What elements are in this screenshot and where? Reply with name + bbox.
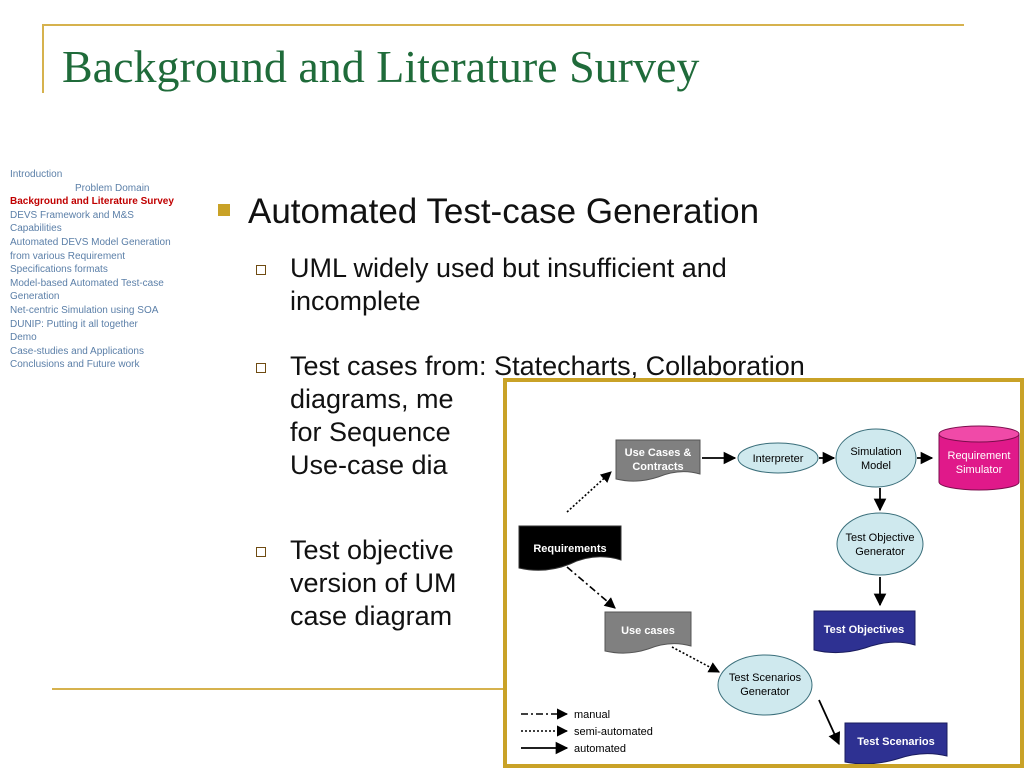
- simulation-model-node: [835, 428, 917, 488]
- use-cases-contracts-label: Contracts: [632, 461, 683, 473]
- test-objective-generator-node: [836, 512, 924, 576]
- use-cases-label: Use cases: [621, 625, 675, 637]
- requirements-node: [518, 525, 622, 571]
- test-objective-generator-label: Generator: [855, 546, 905, 558]
- hollow-square-bullet-icon: [256, 363, 266, 373]
- requirement-simulator-label: Simulator: [956, 464, 1003, 476]
- sub-bullet-line: Test cases from: Statecharts, Collaborat…: [290, 351, 805, 381]
- top-rule: [42, 24, 964, 26]
- use-cases-node: [604, 611, 692, 654]
- use-cases-contracts-node: [615, 439, 701, 482]
- workflow-diagram: Requirements Use Cases & Contracts Inter…: [503, 378, 1024, 768]
- sub-bullet-line: Use-case dia: [290, 450, 448, 480]
- legend-automated-label: automated: [574, 743, 626, 755]
- outline-item[interactable]: Introduction: [10, 169, 63, 180]
- legend-semi-automated-label: semi-automated: [574, 726, 653, 738]
- outline-nav: Introduction Problem Domain Background a…: [10, 168, 210, 372]
- sub-bullet-1: UML widely used but insufficient and inc…: [256, 252, 996, 318]
- outline-item[interactable]: Capabilities: [10, 223, 62, 235]
- requirement-simulator-top: [938, 425, 1020, 443]
- requirement-simulator-label: Requirement: [948, 450, 1011, 462]
- outline-item[interactable]: DUNIP: Putting it all together: [10, 318, 138, 330]
- sub-bullet-3: Test objective version of UM case diagra…: [256, 534, 996, 633]
- outline-item[interactable]: Problem Domain: [75, 182, 150, 194]
- outline-item[interactable]: Specifications formats: [10, 264, 108, 276]
- test-objectives-label: Test Objectives: [824, 624, 905, 636]
- sub-bullet-line: case diagram: [290, 601, 453, 631]
- test-scenarios-node: [844, 722, 948, 764]
- slide-title: Background and Literature Survey: [62, 41, 700, 92]
- hollow-square-bullet-icon: [256, 547, 266, 557]
- workflow-diagram-svg: Requirements Use Cases & Contracts Inter…: [518, 425, 1020, 764]
- outline-item[interactable]: Demo: [10, 332, 37, 344]
- test-scenarios-generator-label: Test Scenarios: [729, 672, 802, 684]
- outline-item[interactable]: Conclusions and Future work: [10, 359, 140, 371]
- outline-item[interactable]: Net-centric Simulation using SOA: [10, 304, 159, 316]
- simulation-model-label: Simulation: [850, 446, 901, 458]
- sub-bullet-line: version of UM: [290, 568, 457, 598]
- test-scenarios-generator-node: [717, 654, 813, 716]
- use-cases-contracts-label: Use Cases &: [625, 447, 692, 459]
- test-scenarios-label: Test Scenarios: [857, 736, 934, 748]
- legend-manual-label: manual: [574, 709, 610, 721]
- square-bullet-icon: [218, 203, 230, 216]
- hollow-square-bullet-icon: [256, 265, 266, 275]
- interpreter-node: [737, 442, 819, 474]
- main-bullet: Automated Test-case Generation: [218, 192, 759, 232]
- outline-item[interactable]: Automated DEVS Model Generation: [10, 236, 171, 248]
- sub-bullet-line: UML widely used but insufficient and: [290, 253, 727, 283]
- outline-item[interactable]: DEVS Framework and M&S: [10, 209, 134, 221]
- sub-bullet-line: Test objective: [290, 535, 454, 565]
- test-objective-generator-label: Test Objective: [845, 532, 914, 544]
- sub-bullet-line: incomplete: [290, 286, 421, 316]
- test-objectives-node: [813, 610, 916, 654]
- simulation-model-label: Model: [861, 460, 891, 472]
- title-accent-bar: [42, 25, 44, 93]
- arrow-semi-automated: [566, 471, 612, 513]
- outline-item[interactable]: from various Requirement: [10, 250, 126, 262]
- interpreter-label: Interpreter: [753, 453, 804, 465]
- outline-item[interactable]: Model-based Automated Test-case: [10, 277, 164, 289]
- sub-bullet-2: Test cases from: Statecharts, Collaborat…: [256, 350, 996, 482]
- arrow-manual: [566, 566, 616, 609]
- outline-item[interactable]: Case-studies and Applications: [10, 345, 144, 357]
- arrow-semi-automated: [671, 646, 720, 673]
- test-scenarios-generator-label: Generator: [740, 686, 790, 698]
- main-bullet-text: Automated Test-case Generation: [248, 192, 760, 231]
- arrow-automated: [818, 699, 841, 746]
- requirements-label: Requirements: [533, 543, 606, 555]
- requirement-simulator-node: [938, 434, 1020, 491]
- outline-item[interactable]: Generation: [10, 291, 60, 303]
- outline-item-active[interactable]: Background and Literature Survey: [10, 196, 174, 208]
- sub-bullet-line: for Sequence: [290, 417, 451, 447]
- sub-bullet-line: diagrams, me: [290, 384, 454, 414]
